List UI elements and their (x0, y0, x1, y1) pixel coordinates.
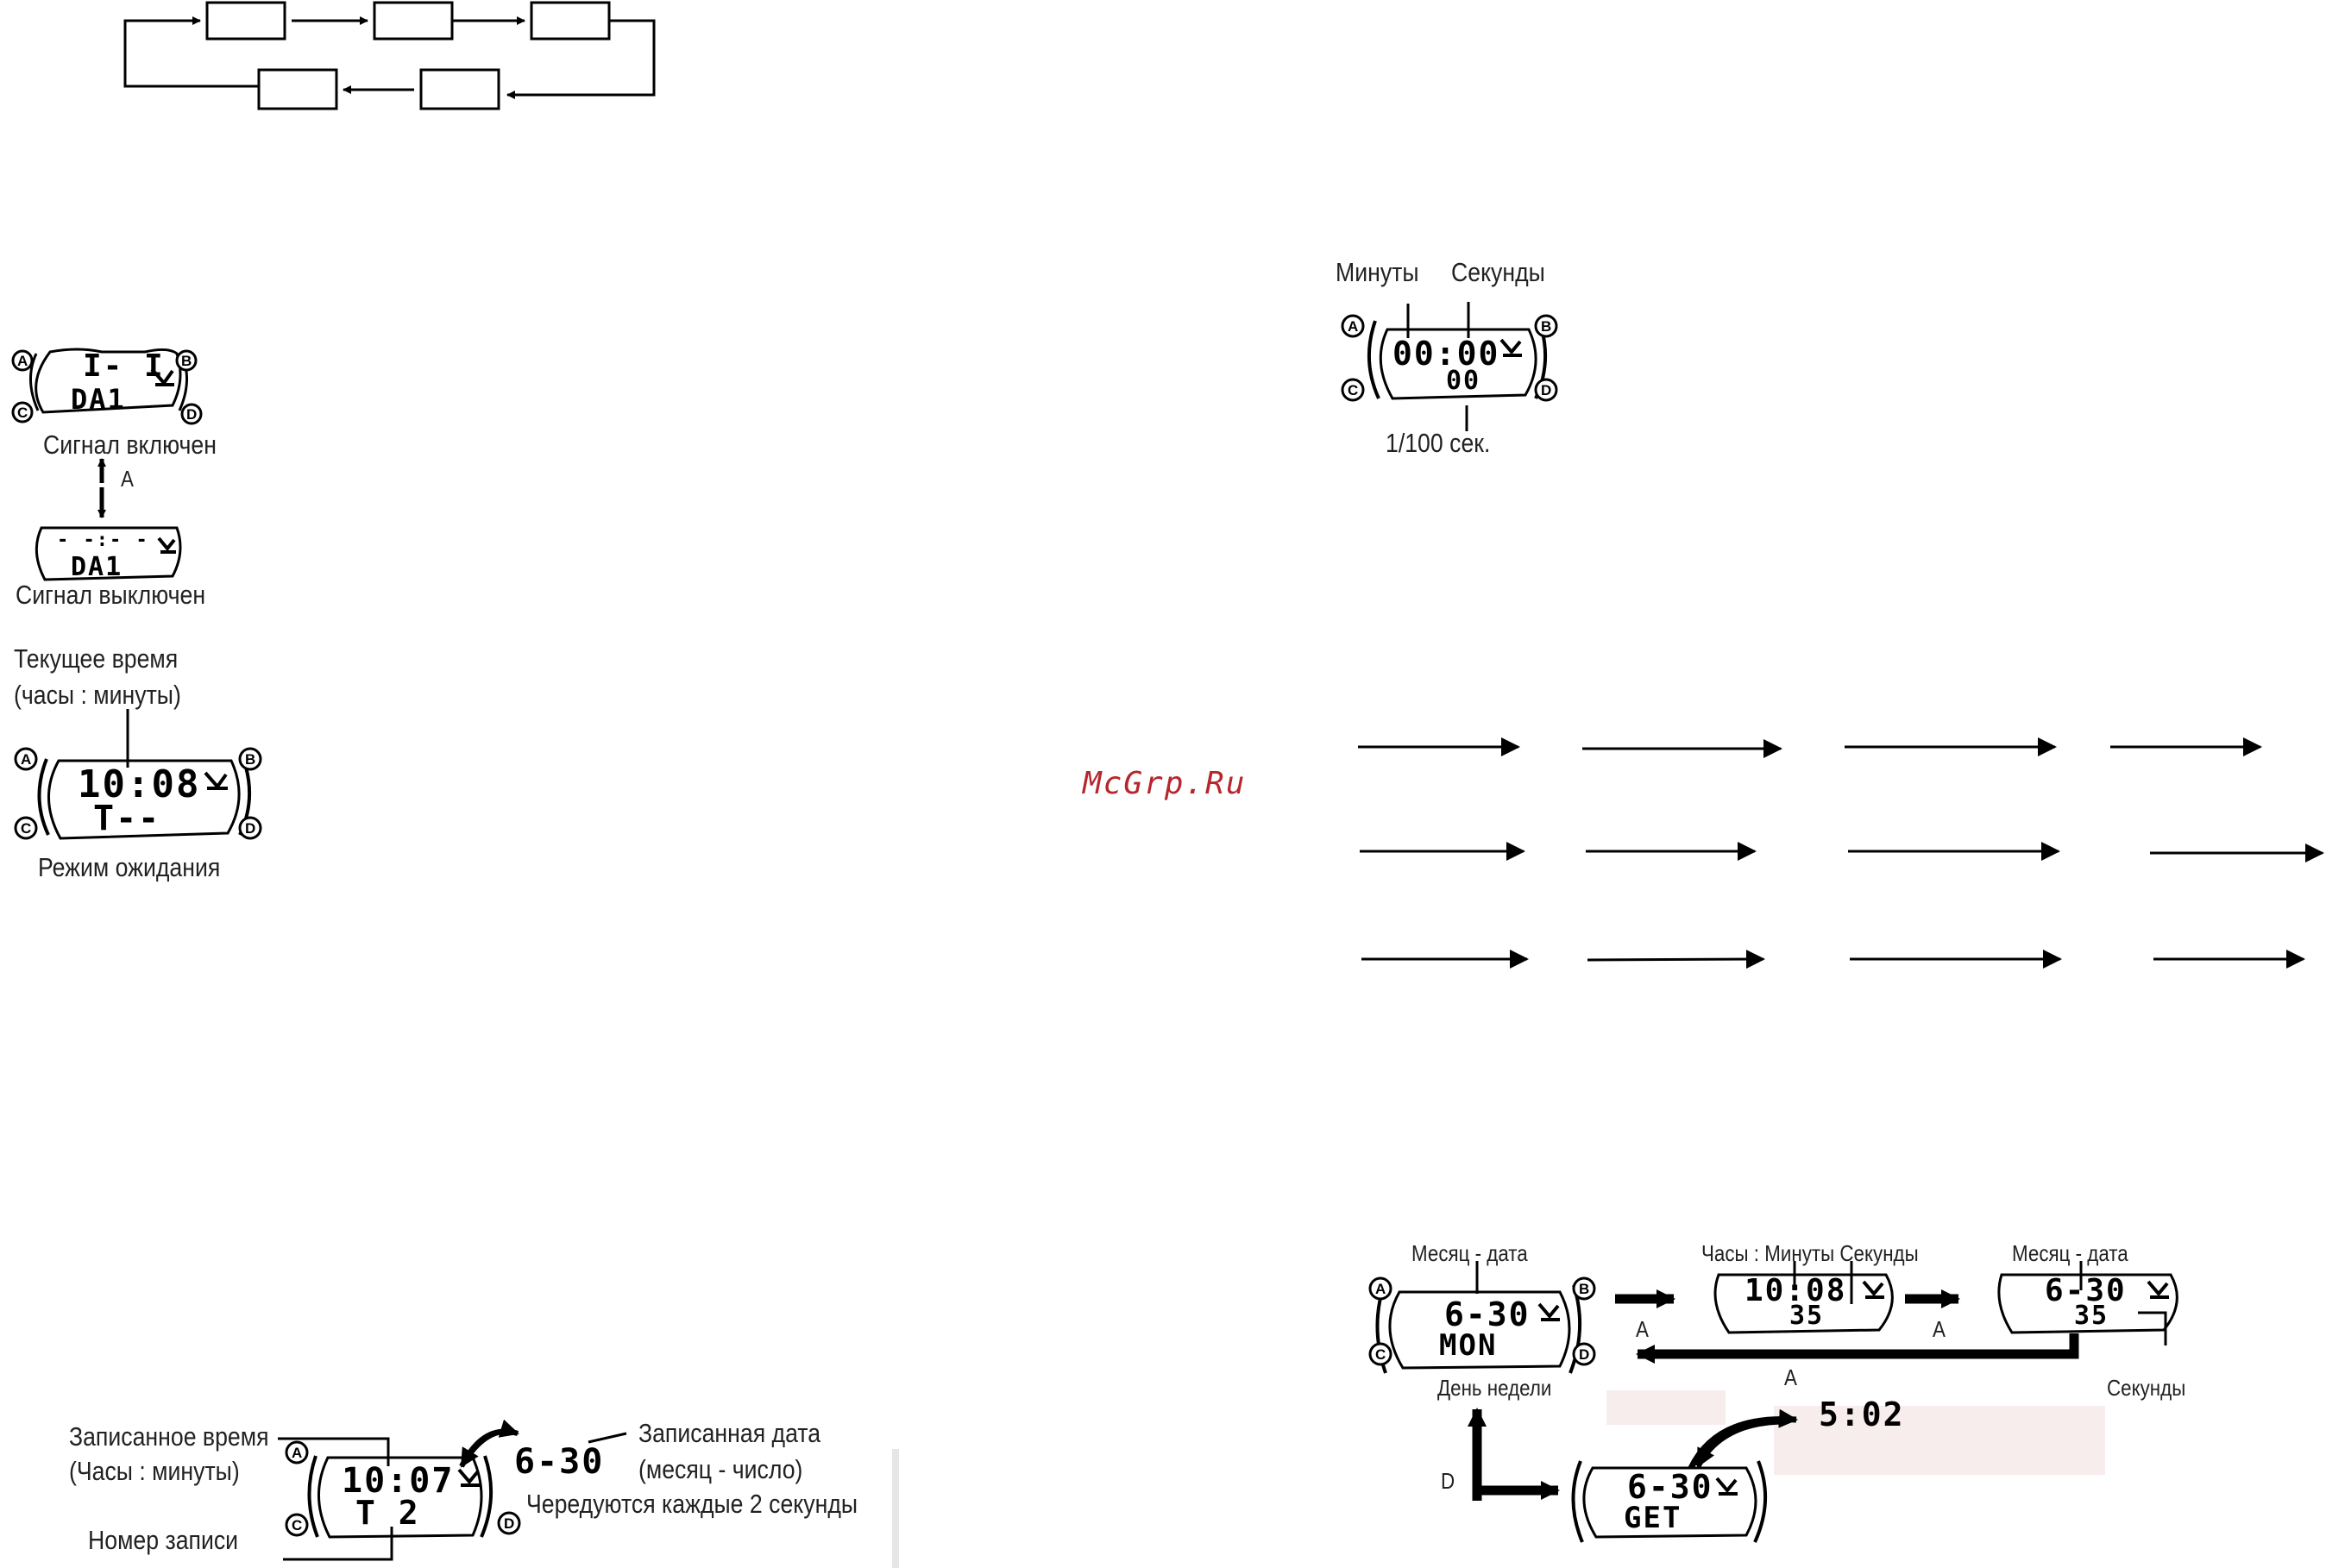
watch-face-alarm-on (28, 348, 189, 414)
button-d-label: D (1441, 1468, 1455, 1494)
standby-label: Режим ожидания (38, 852, 221, 882)
svg-text:A: A (1348, 318, 1358, 335)
time-mode-time-readout: 10:08 (1744, 1273, 1847, 1308)
bell-icon (1862, 1280, 1884, 1299)
minutes-label: Минуты (1336, 257, 1419, 287)
button-c-icon: C (17, 405, 28, 421)
mode-box-5 (257, 68, 338, 110)
hundredths-label: 1/100 сек. (1386, 428, 1491, 458)
bell-icon (1537, 1302, 1560, 1321)
time-mode-seconds-readout: 35 (1789, 1301, 1825, 1331)
recall-time-readout: 10:07 (342, 1461, 455, 1501)
stopwatch-time-readout: 00:00 (1392, 335, 1500, 373)
bell-icon (157, 536, 176, 554)
bell-icon (457, 1468, 480, 1487)
seconds-label-2: Секунды (2107, 1375, 2186, 1401)
day-of-week-label: День недели (1437, 1375, 1552, 1401)
alarm-on-label: Сигнал включен (43, 430, 217, 460)
svg-text:B: B (245, 751, 255, 768)
svg-text:A: A (1375, 1281, 1386, 1297)
svg-text:C: C (292, 1517, 302, 1534)
standby-status-readout: T-- (93, 799, 161, 838)
seconds-label: Секунды (1451, 257, 1545, 287)
stopwatch-hundredths-readout: 00 (1446, 366, 1481, 396)
current-time-label-line2: (часы : минуты) (14, 680, 181, 710)
bell-icon (1715, 1477, 1738, 1496)
alarm-off-label: Сигнал выключен (16, 580, 206, 610)
svg-text:A: A (292, 1445, 302, 1461)
time-mode-diagram (1375, 1261, 2178, 1543)
svg-text:D: D (504, 1515, 514, 1532)
time-mode-date-readout-2: 6-30 (2045, 1273, 2127, 1308)
standby-time-readout: 10:08 (78, 762, 201, 806)
get-date-readout: 6-30 (1627, 1468, 1713, 1506)
alarm-flag-icons (150, 338, 2169, 1496)
svg-text:B: B (1541, 318, 1551, 335)
bell-icon (2147, 1280, 2169, 1299)
bell-icon (150, 367, 174, 386)
toggle-button-label: A (121, 466, 134, 492)
button-b-icon: B (181, 353, 192, 369)
month-date-label-1: Месяц - дата (1411, 1240, 1528, 1266)
button-a-icon: A (17, 353, 28, 369)
watch-face-alarm-off (35, 526, 182, 581)
alarm-on-top-readout: I- I (83, 348, 165, 384)
recorded-time-label-line2: (Часы : минуты) (69, 1456, 240, 1486)
svg-text:D: D (1579, 1346, 1589, 1363)
button-d-icon: D (186, 406, 197, 423)
current-time-label-line1: Текущее время (14, 643, 179, 674)
hms-label: Часы : Минуты Секунды (1701, 1240, 1919, 1266)
alarm-off-bottom-readout: DA1 (71, 552, 123, 582)
recall-record-readout: T 2 (355, 1494, 420, 1532)
button-markers: A B C D A B C D A B C D A C D A B C D (11, 314, 1596, 1537)
record-number-label: Номер записи (88, 1525, 239, 1555)
time-mode-seconds-readout-2: 35 (2074, 1301, 2109, 1331)
svg-text:A: A (21, 751, 31, 768)
get-alt-time-readout: 5:02 (1819, 1396, 1905, 1433)
watch-face-recall (278, 1419, 899, 1568)
mode-box-2 (373, 1, 454, 41)
button-a-label-3: A (1784, 1364, 1797, 1390)
watermark: McGrp.Ru (1083, 766, 1247, 801)
svg-text:D: D (245, 820, 255, 837)
bell-icon (1499, 338, 1522, 357)
svg-text:C: C (1375, 1346, 1386, 1363)
time-mode-weekday-readout: MON (1439, 1328, 1498, 1363)
recorded-date-label-line1: Записанная дата (638, 1418, 821, 1448)
recorded-date-label-line2: (месяц - число) (638, 1454, 803, 1484)
mode-box-3 (530, 1, 611, 41)
mode-box-4 (419, 68, 500, 110)
bell-icon (204, 771, 228, 790)
month-date-label-2: Месяц - дата (2012, 1240, 2128, 1266)
get-status-readout: GET (1624, 1501, 1682, 1535)
watch-face-standby (37, 709, 252, 840)
button-a-label-2: A (1933, 1316, 1946, 1342)
button-a-label-1: A (1636, 1316, 1649, 1342)
recorded-time-label-line1: Записанное время (69, 1421, 269, 1452)
alarm-on-bottom-readout: DA1 (71, 383, 126, 416)
mode-cycle-diagram (123, 1, 656, 110)
svg-text:C: C (1348, 382, 1358, 398)
time-mode-date-readout: 6-30 (1444, 1295, 1531, 1333)
svg-text:C: C (21, 820, 31, 837)
alarm-off-top-readout: - -:- - (57, 530, 149, 551)
svg-text:B: B (1579, 1281, 1589, 1297)
alternate-note: Чередуются каждые 2 секунды (526, 1489, 858, 1519)
mode-box-1 (205, 1, 286, 41)
recall-date-readout: 6-30 (514, 1442, 605, 1482)
svg-text:D: D (1541, 382, 1551, 398)
arrow-table (1358, 737, 2324, 969)
